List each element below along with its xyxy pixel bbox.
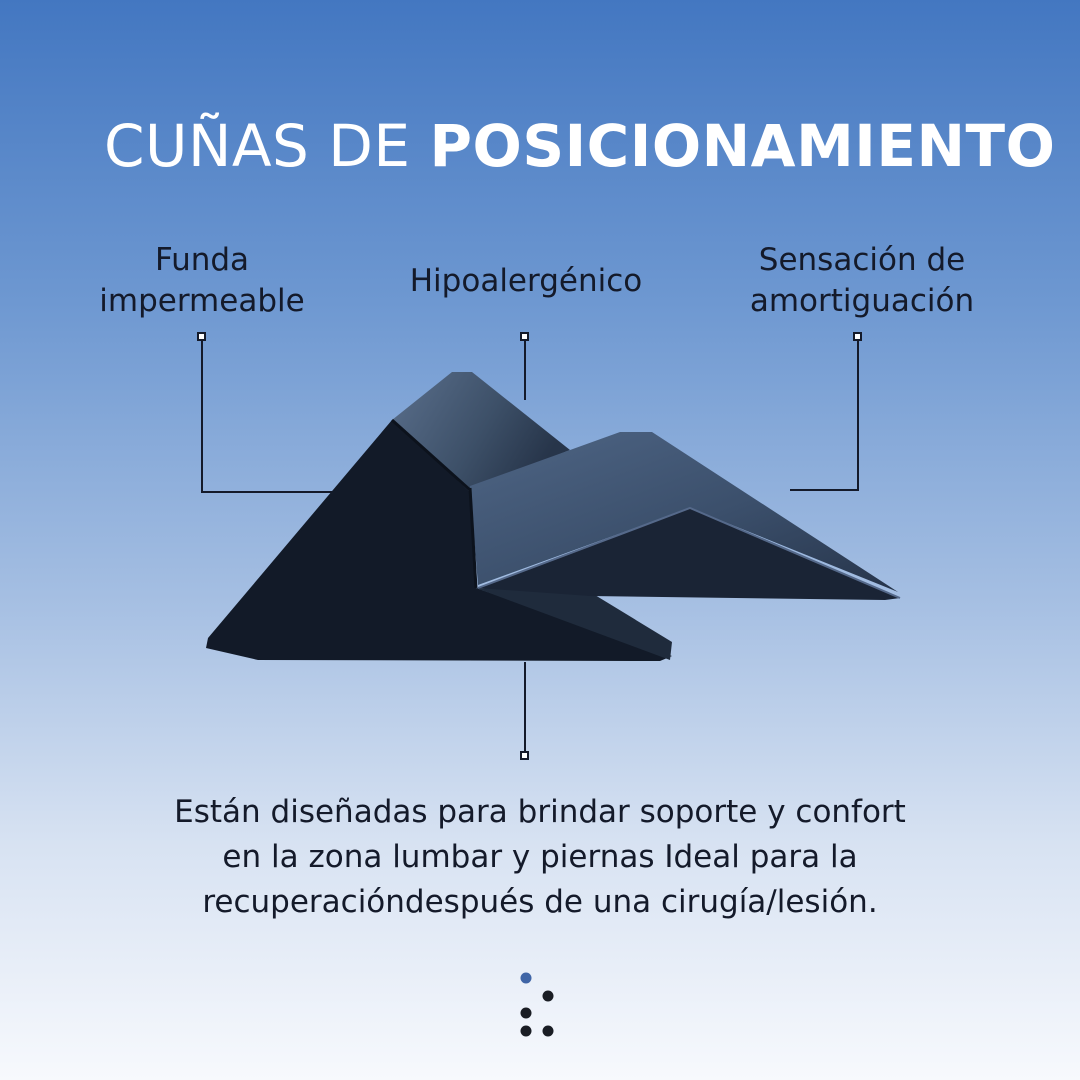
callout-marker-bottom — [520, 751, 529, 760]
dot — [542, 990, 554, 1002]
callout-line-right — [790, 340, 859, 491]
callout-line-left — [201, 340, 332, 493]
feature-label-line: Funda — [154, 242, 250, 278]
large-wedge-side — [206, 420, 672, 661]
callout-marker-left — [197, 332, 206, 341]
feature-hypoallergenic: Hipoalergénico — [376, 261, 676, 302]
callout-lines — [201, 340, 859, 752]
feature-waterproof-cover: Funda impermeable — [70, 240, 334, 322]
feature-label-line: Hipoalergénico — [409, 263, 643, 299]
callout-marker-center — [520, 332, 529, 341]
dot — [520, 1007, 532, 1019]
description-line: Están diseñadas para brindar soporte y c… — [174, 794, 906, 830]
page-title: CUÑAS DE POSICIONAMIENTO — [104, 112, 1055, 180]
wedge-seam — [477, 506, 901, 599]
description-line: recuperacióndespués de una cirugía/lesió… — [202, 884, 878, 920]
callout-markers — [197, 332, 862, 760]
title-bold: POSICIONAMIENTO — [429, 112, 1056, 180]
large-wedge-right-face — [476, 588, 672, 660]
feature-label-line: Sensación de — [758, 242, 966, 278]
description-line: en la zona lumbar y piernas Ideal para l… — [222, 839, 858, 875]
title-light: CUÑAS DE — [104, 112, 430, 180]
dot — [542, 1025, 554, 1037]
small-wedge-end-face — [478, 508, 900, 600]
callout-marker-right — [853, 332, 862, 341]
feature-label-line: impermeable — [99, 283, 305, 319]
description: Están diseñadas para brindar soporte y c… — [90, 790, 990, 925]
small-wedge-top-panel — [470, 432, 898, 592]
dot-accent — [520, 972, 532, 984]
wedge-seam — [390, 418, 472, 492]
feature-cushioning: Sensación de amortiguación — [718, 240, 1006, 322]
feature-label-line: amortiguación — [749, 283, 975, 319]
dot — [520, 1025, 532, 1037]
wedge-seam — [468, 487, 478, 589]
